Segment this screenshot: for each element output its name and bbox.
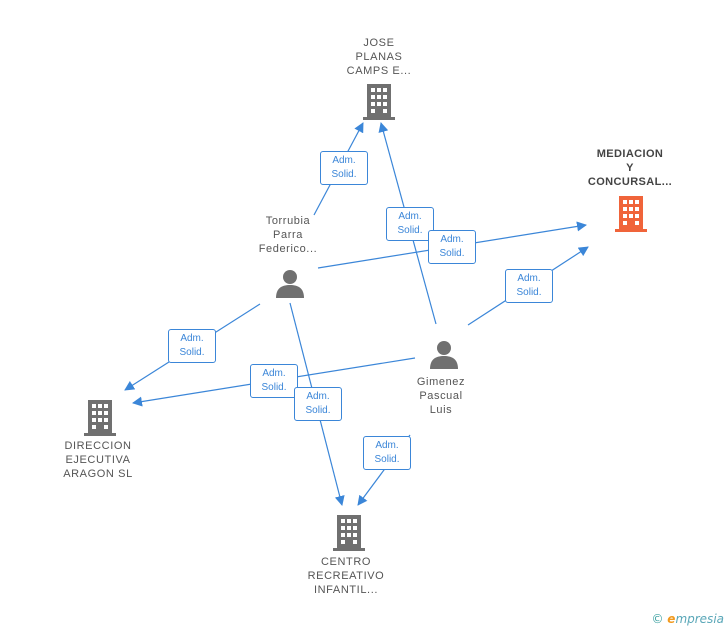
edge-tag-gimenez-centro[interactable]: Adm. Solid. <box>363 436 411 470</box>
copyright-icon: © <box>651 612 664 626</box>
node-label-centro[interactable]: CENTRO RECREATIVO INFANTIL... <box>307 556 385 596</box>
edge-tag-gimenez-jose[interactable]: Adm. Solid. <box>386 207 434 241</box>
edge-tag-gimenez-mediacion[interactable]: Adm. Solid. <box>505 269 553 303</box>
building-icon[interactable] <box>333 515 365 551</box>
node-label-torrubia[interactable]: Torrubia Parra Federico... <box>258 215 318 255</box>
node-label-jose[interactable]: JOSE PLANAS CAMPS E... <box>346 37 412 77</box>
edge-tag-torrubia-direccion[interactable]: Adm. Solid. <box>168 329 216 363</box>
brand-text: mpresia <box>675 612 724 626</box>
building-icon-highlight[interactable] <box>615 196 647 232</box>
node-label-gimenez[interactable]: Gimenez Pascual Luis <box>416 376 466 416</box>
brand-e: e <box>667 612 676 626</box>
edge-tag-torrubia-jose[interactable]: Adm. Solid. <box>320 151 368 185</box>
person-icon[interactable] <box>275 268 305 298</box>
building-icon[interactable] <box>363 84 395 120</box>
brand-logo: © empresia <box>651 612 724 626</box>
node-label-direccion[interactable]: DIRECCION EJECUTIVA ARAGON SL <box>63 440 133 480</box>
edge-tag-torrubia-mediacion[interactable]: Adm. Solid. <box>428 230 476 264</box>
person-icon[interactable] <box>429 339 459 369</box>
node-label-mediacion[interactable]: MEDIACION Y CONCURSAL... <box>587 148 673 188</box>
building-icon[interactable] <box>84 400 116 436</box>
edge-tag-gimenez-direccion[interactable]: Adm. Solid. <box>250 364 298 398</box>
edge-tag-torrubia-centro[interactable]: Adm. Solid. <box>294 387 342 421</box>
